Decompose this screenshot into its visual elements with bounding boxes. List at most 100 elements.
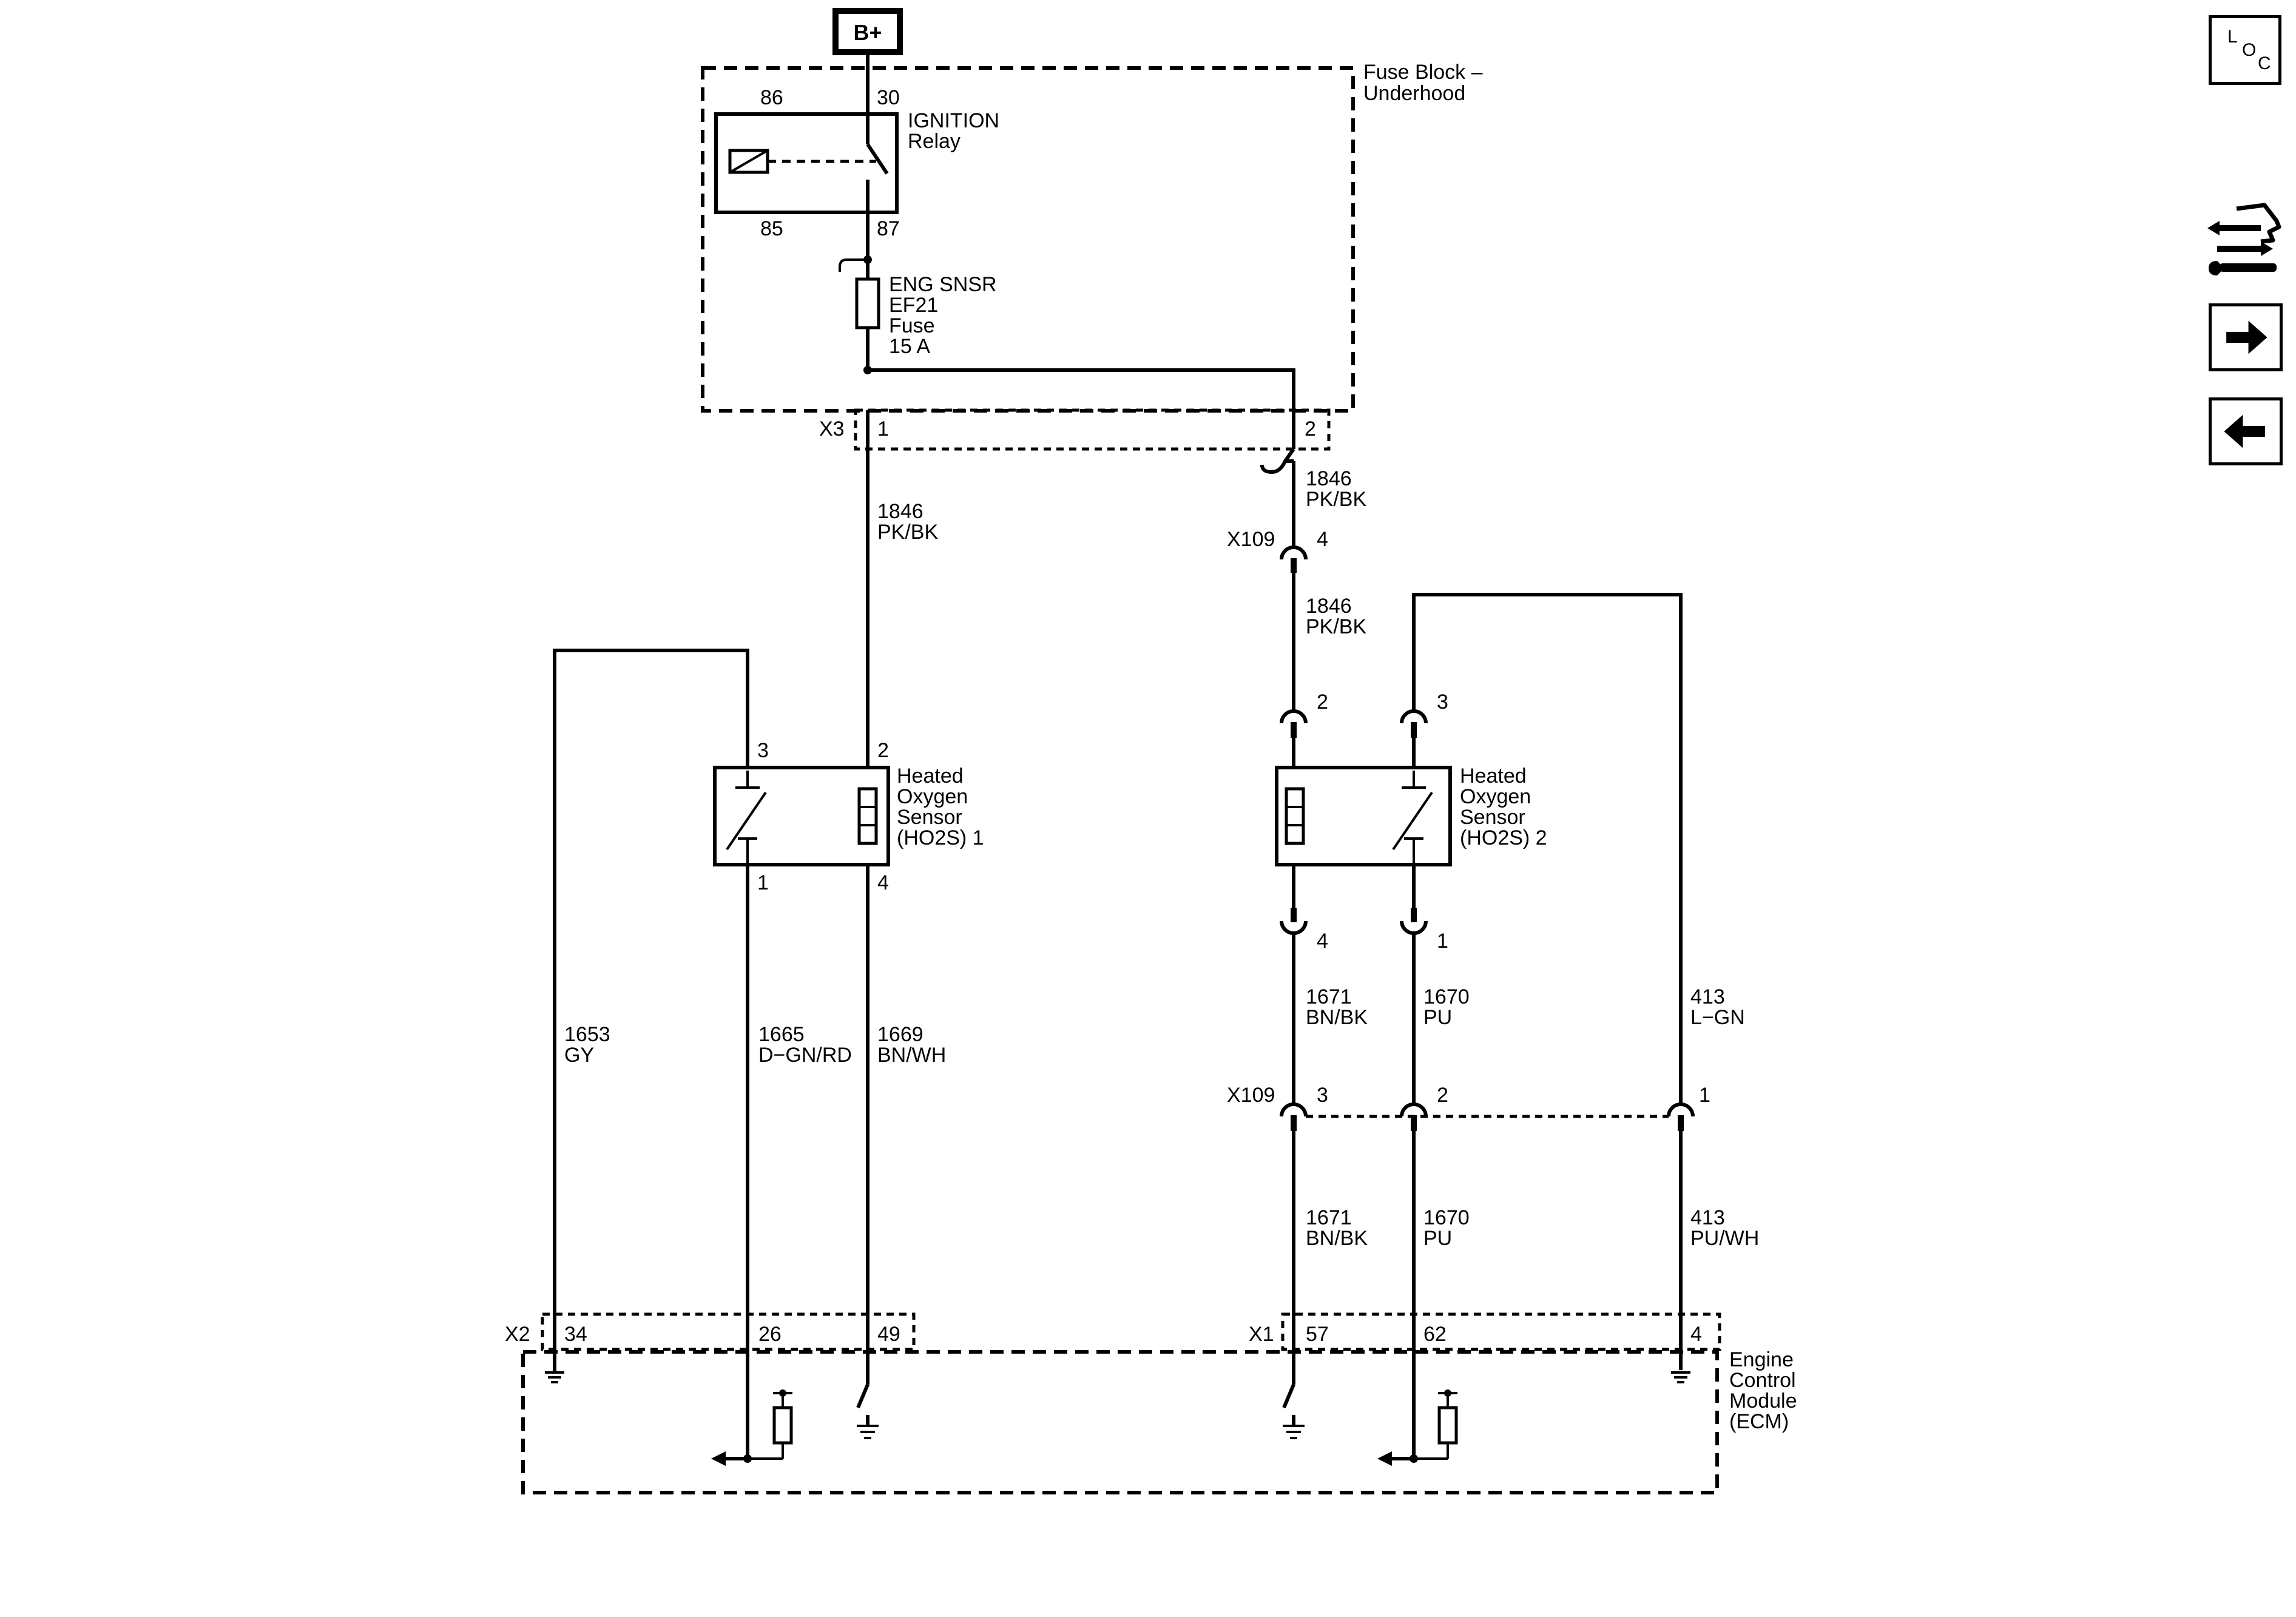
ho2s1-pin-3: 3	[757, 739, 769, 762]
ecm-pin-26: 26	[758, 1323, 782, 1346]
ecm-pin-4: 4	[1690, 1323, 1702, 1346]
wire-413-a-circuit: 413	[1690, 985, 1725, 1008]
wrench-arrows-icon	[2207, 203, 2281, 275]
ho2s1-sensor	[713, 766, 890, 866]
ground-symbol-34	[545, 1370, 564, 1383]
wire-413-b-color: PU/WH	[1690, 1227, 1759, 1250]
wire-1669-circuit: 1669	[877, 1023, 923, 1046]
wire-1846-c-color: PK/BK	[1306, 615, 1366, 638]
relay-pin-86: 86	[760, 86, 783, 109]
fuse-block-subtitle: Underhood	[1363, 82, 1465, 105]
arrow-left-icon	[2224, 414, 2265, 448]
ecm-label-3: Module	[1729, 1389, 1797, 1413]
diagnostic-button[interactable]	[2206, 200, 2282, 282]
x109-top-label: X109	[1227, 528, 1275, 551]
ecm-input-62	[1377, 1370, 1458, 1466]
fuse-block-outline	[701, 66, 1355, 413]
wire-1653-circuit: 1653	[564, 1023, 610, 1046]
ecm-x2-connector	[541, 1312, 916, 1351]
x109-pin-1: 1	[1699, 1084, 1710, 1107]
x3-connector-label: X3	[819, 417, 845, 441]
power-source-label: B+	[853, 20, 882, 45]
wire-1846-a-color: PK/BK	[877, 521, 938, 544]
ignition-relay	[714, 53, 899, 370]
fuse-bus-wire	[868, 368, 1295, 410]
ho2s2-pin-2: 2	[1317, 690, 1328, 714]
fuse-block-title: Fuse Block –	[1363, 61, 1483, 84]
ho2s1-label-4: (HO2S) 1	[897, 826, 984, 849]
x3-pin-2: 2	[1305, 417, 1316, 441]
previous-page-button[interactable]	[2209, 397, 2283, 465]
relay-pin-30: 30	[877, 86, 900, 109]
loc-letter-l: L	[2227, 27, 2238, 47]
wire-413-b-circuit: 413	[1690, 1206, 1725, 1229]
ecm-x1-connector	[1281, 1312, 1721, 1351]
ho2s2-sensor	[1275, 766, 1452, 866]
wire-1670-b-color: PU	[1423, 1227, 1452, 1250]
ecm-pin-34: 34	[564, 1323, 587, 1346]
ecm-switch-57	[1282, 1370, 1305, 1439]
ho2s2-label-2: Oxygen	[1460, 785, 1531, 808]
ho2s1-label-1: Heated	[897, 765, 964, 788]
ecm-input-26	[711, 1370, 793, 1466]
x109-pin-4-connector	[1280, 545, 1308, 573]
wire-1665-circuit: 1665	[758, 1023, 805, 1046]
wire-1846-b-color: PK/BK	[1306, 488, 1366, 511]
loc-letter-c: C	[2258, 53, 2271, 73]
relay-pin-87: 87	[877, 217, 900, 240]
ecm-outline	[521, 1350, 1719, 1494]
ho2s2-pin-2-connector	[1280, 709, 1308, 738]
ho2s1-pin-2: 2	[877, 739, 889, 762]
arrow-right-icon	[2226, 320, 2267, 354]
ho2s2-label-3: Sensor	[1460, 806, 1525, 829]
ecm-label-2: Control	[1729, 1369, 1796, 1392]
wire-1671-a-color: BN/BK	[1306, 1006, 1368, 1029]
ho2s2-pin-3-connector	[1400, 709, 1428, 738]
ecm-pin-49: 49	[877, 1323, 900, 1346]
wire-1670-a-circuit: 1670	[1423, 985, 1470, 1008]
x109-bottom-label: X109	[1227, 1084, 1275, 1107]
eng-snsr-fuse	[855, 277, 880, 329]
location-button[interactable]: L O C	[2209, 15, 2281, 85]
x109-top-pin: 4	[1317, 528, 1328, 551]
next-page-button[interactable]	[2209, 303, 2283, 371]
wire-1846-c-circuit: 1846	[1306, 595, 1352, 618]
fuse-rating: 15 A	[889, 335, 930, 358]
ecm-x1-label: X1	[1249, 1323, 1274, 1346]
ecm-label-1: Engine	[1729, 1348, 1794, 1371]
wire-1846-a-circuit: 1846	[877, 500, 923, 523]
wire-1653	[553, 649, 749, 1370]
ecm-label-4: (ECM)	[1729, 1410, 1789, 1433]
wire-1670-b-circuit: 1670	[1423, 1206, 1470, 1229]
ho2s2-pin-1: 1	[1437, 930, 1448, 953]
fuse-type: Fuse	[889, 314, 935, 337]
ho2s2-pin-1-connector	[1400, 908, 1428, 935]
x109-pin-3: 3	[1317, 1084, 1328, 1107]
wire-413-top	[1412, 593, 1683, 1104]
wire-1671-a-circuit: 1671	[1306, 985, 1352, 1008]
relay-name: IGNITION	[908, 109, 999, 132]
battery-positive-source: B+	[832, 8, 903, 55]
ho2s2-pin-4-connector	[1280, 908, 1308, 935]
ho2s1-pin-4: 4	[877, 871, 889, 894]
x109-bottom-connector	[1280, 1102, 1695, 1131]
jumper-hook	[839, 258, 868, 272]
ho2s2-pin-4: 4	[1317, 930, 1328, 953]
ho2s1-label-3: Sensor	[897, 806, 962, 829]
fuse-name: ENG SNSR	[889, 273, 997, 296]
ecm-x2-label: X2	[505, 1323, 530, 1346]
wire-1670-a-color: PU	[1423, 1006, 1452, 1029]
ho2s2-pin-3: 3	[1437, 690, 1448, 714]
connector-hook-x3-2	[1260, 448, 1295, 474]
ground-symbol-4	[1671, 1371, 1690, 1383]
relay-name-2: Relay	[908, 130, 961, 153]
wire-1665-color: D−GN/RD	[758, 1044, 852, 1067]
wire-1671-b-circuit: 1671	[1306, 1206, 1352, 1229]
fuse-id: EF21	[889, 294, 938, 317]
relay-pin-85: 85	[760, 217, 783, 240]
ho2s1-label-2: Oxygen	[897, 785, 968, 808]
ho2s1-pin-1: 1	[757, 871, 769, 894]
loc-letter-o: O	[2242, 40, 2257, 60]
wire-1653-color: GY	[564, 1044, 594, 1067]
